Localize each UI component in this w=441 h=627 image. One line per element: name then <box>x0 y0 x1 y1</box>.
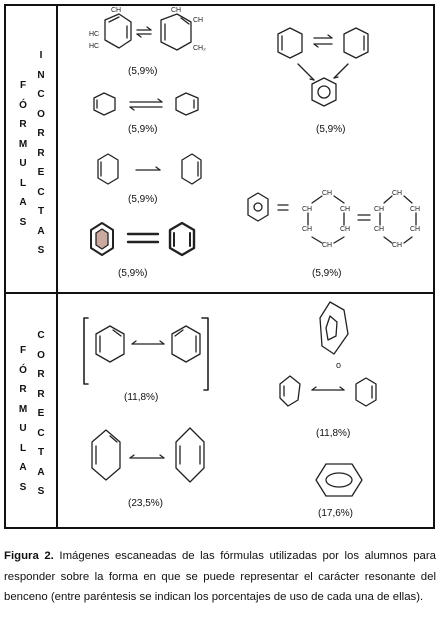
vertical-label-letter: E <box>37 408 45 419</box>
percentage-label: (17,6%) <box>318 508 354 519</box>
vertical-label-letter: A <box>37 466 45 478</box>
percentage-label: (11,8%) <box>124 392 159 403</box>
hexagon-circle-sketch <box>315 463 363 497</box>
vertical-label-letter: C <box>37 427 45 439</box>
svg-text:CH: CH <box>374 206 384 213</box>
svg-text:CH: CH <box>111 7 121 14</box>
hexagon-equilibrium-sketch <box>93 92 199 116</box>
vertical-label-letter: R <box>19 119 27 130</box>
percentage-label: (11,8%) <box>316 428 351 439</box>
svg-text:CH: CH <box>410 226 420 233</box>
vertical-label-letter: R <box>19 384 27 395</box>
vertical-label-letter: I <box>39 50 43 61</box>
vertical-label-letter: O <box>37 349 45 361</box>
vertical-label-letter: C <box>37 186 45 198</box>
vertical-label-letter: M <box>18 138 28 150</box>
vertical-label-letter: R <box>37 369 45 380</box>
vertical-label-letter: S <box>37 486 45 497</box>
svg-text:CH: CH <box>322 242 332 249</box>
caption-text: Imágenes escaneadas de las fórmulas util… <box>4 550 436 603</box>
hexagon-equals-sketch <box>90 221 196 257</box>
vertical-label-letter: O <box>37 108 45 120</box>
vertical-label-letter: N <box>37 69 45 81</box>
bracketed-kekule-resonance-sketch <box>83 317 209 391</box>
svg-text:o: o <box>336 360 341 370</box>
vertical-label-letter: C <box>37 330 45 341</box>
vertical-label-letter: Ó <box>19 99 27 111</box>
svg-text:HC: HC <box>89 43 99 50</box>
percentage-label: (5,9%) <box>312 268 342 279</box>
vertical-label-letter: S <box>19 216 27 228</box>
percentage-label: (5,9%) <box>128 124 158 135</box>
percentage-label: (5,9%) <box>128 66 158 77</box>
vertical-label-letter: S <box>19 481 27 493</box>
svg-text:CH: CH <box>340 206 350 213</box>
percentage-label: (5,9%) <box>128 194 158 205</box>
vertical-label-letter: R <box>37 388 45 400</box>
svg-text:CH: CH <box>171 7 181 14</box>
vertical-label-letter: A <box>37 225 45 237</box>
vertical-label-letter: F <box>19 345 27 356</box>
svg-text:CH: CH <box>193 17 203 24</box>
vertical-label-letter: F <box>19 80 27 91</box>
percentage-label: (5,9%) <box>316 124 346 135</box>
section-divider <box>6 292 433 294</box>
three-hexagon-resonance-sketch <box>277 27 369 107</box>
vertical-label-letter: C <box>37 89 45 100</box>
percentage-label: (5,9%) <box>118 268 148 279</box>
kekule-ch-sketch: CH HC HC CH CH CH₂ <box>89 7 206 52</box>
vertical-label-letter: U <box>19 158 27 169</box>
label-column-divider <box>56 6 58 527</box>
svg-text:CH: CH <box>302 206 312 213</box>
svg-text:CH: CH <box>392 242 402 249</box>
vertical-label-letter: L <box>19 177 27 189</box>
caption-label: Figura 2. <box>4 550 54 562</box>
vertical-label-letter: S <box>37 245 45 256</box>
svg-text:HC: HC <box>89 31 99 38</box>
svg-text:CH: CH <box>410 206 420 213</box>
vertical-label-letter: Ó <box>19 364 27 376</box>
vertical-label-letter: M <box>18 403 28 415</box>
kekule-equals-sketch: CH CH CH CH CH CH CH CH CH CH CH CH <box>247 190 420 249</box>
svg-text:CH: CH <box>374 226 384 233</box>
vertical-label-letter: T <box>37 447 45 458</box>
vertical-label-letter: R <box>37 128 45 139</box>
three-hexagon-arrow-sketch: o <box>279 301 377 407</box>
vertical-label-letter: R <box>37 147 45 159</box>
vertical-label-letter: L <box>19 442 27 454</box>
svg-text:CH₂: CH₂ <box>193 45 206 52</box>
vertical-label-letter: E <box>37 167 45 178</box>
svg-text:CH: CH <box>302 226 312 233</box>
figure-caption: Figura 2. Imágenes escaneadas de las fór… <box>4 546 436 608</box>
hexagon-arrow-sketch <box>97 153 202 185</box>
svg-text:CH: CH <box>392 190 402 197</box>
vertical-label-letter: A <box>19 462 27 473</box>
percentage-label: (23,5%) <box>128 498 164 509</box>
svg-text:CH: CH <box>340 226 350 233</box>
svg-text:CH: CH <box>322 190 332 197</box>
vertical-label-letter: T <box>37 206 45 217</box>
kekule-double-arrow-sketch <box>91 427 205 483</box>
vertical-label-letter: A <box>19 197 27 208</box>
vertical-label-letter: U <box>19 423 27 434</box>
